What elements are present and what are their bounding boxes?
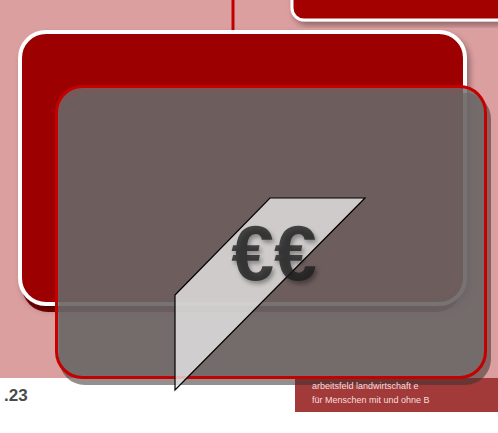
footer-text: für Menschen mit und ohne B xyxy=(312,395,430,406)
footer-text: arbeitsfeld landwirtschaft e xyxy=(312,381,419,392)
page-number: .23 xyxy=(4,386,28,406)
top-card xyxy=(292,0,498,20)
price-card: €€ xyxy=(55,85,493,385)
currency-symbol: €€ xyxy=(55,215,493,292)
slide-ground xyxy=(0,0,498,378)
